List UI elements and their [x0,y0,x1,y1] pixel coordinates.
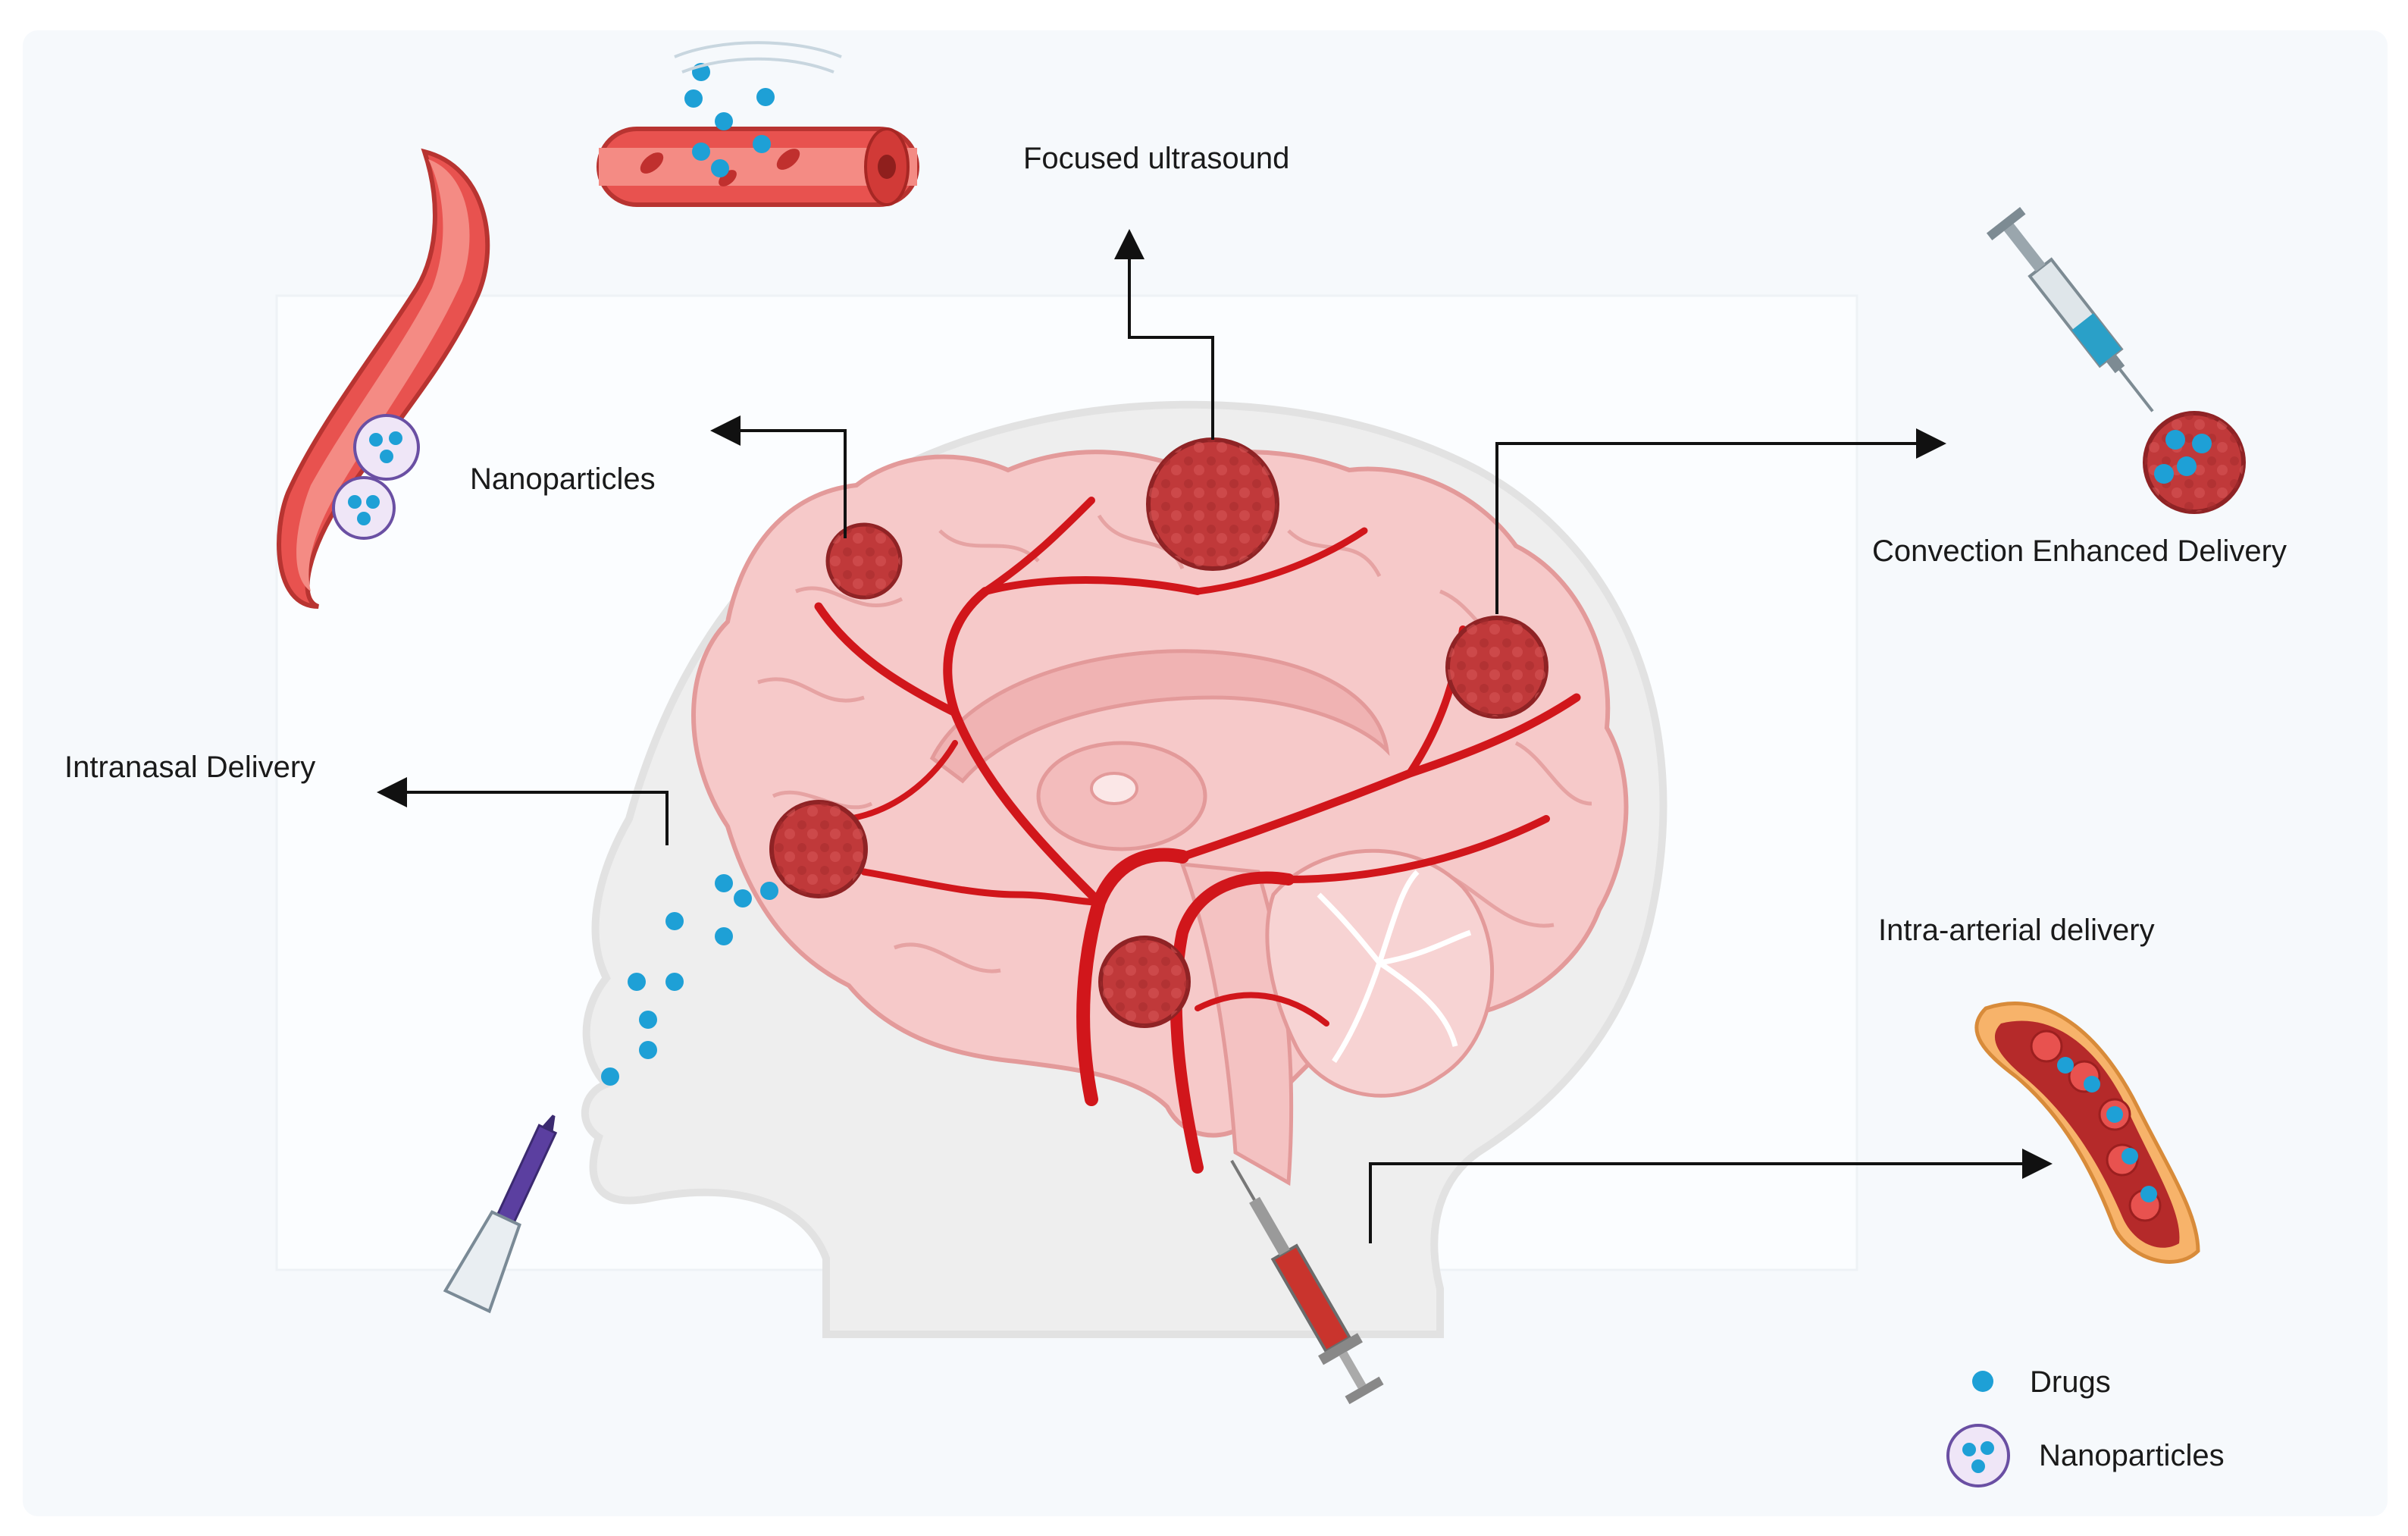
ultrasound-waves-icon [674,41,842,74]
vessel-nanoparticles-icon [332,414,420,540]
tumor-occipital [1445,616,1548,719]
label-focused-ultrasound: Focused ultrasound [1023,142,1289,175]
nanoparticle-vessel [277,148,490,609]
intranasal-drug-particles [601,874,778,1086]
label-intranasal: Intranasal Delivery [64,751,315,784]
tumor-frontal-lower [769,800,868,898]
nasal-spray-pipette [443,1114,558,1314]
tumors [769,437,1548,1028]
tumor-frontal-top [825,522,903,600]
legend-nanoparticles-label: Nanoparticles [2039,1439,2225,1472]
corpus-callosum [929,649,1390,784]
arrow-intranasal [377,777,669,845]
legend: Drugs Nanoparticles [1946,1365,2225,1487]
label-nanoparticles: Nanoparticles [470,462,656,496]
tumor-parietal [1146,437,1279,571]
legend-nanoparticle-icon [1946,1424,2010,1487]
intra-arterial-vessel [1974,1002,2200,1264]
arrow-intra-arterial [1369,1149,2053,1243]
arrow-convection [1495,428,1946,614]
label-convection: Convection Enhanced Delivery [1872,534,2287,568]
tumor-temporal [1098,936,1191,1028]
cerebellum-arbor [1317,870,1472,1063]
ventricle [1090,772,1138,805]
legend-drugs-icon [1972,1371,1993,1392]
connector-arrows [377,229,2053,1243]
convection-syringe [1986,207,2154,412]
label-intra-arterial: Intra-arterial delivery [1878,914,2155,947]
legend-drugs-label: Drugs [2030,1365,2111,1399]
syringe-intra-arterial [1230,1159,1384,1405]
cerebellum [1265,848,1495,1098]
ultrasound-vessel [597,127,919,207]
arrow-focused-ultrasound [1114,229,1214,440]
brain-gyri [757,514,1592,973]
convection-tumor [2143,411,2246,514]
arrow-nanoparticles [710,415,847,538]
brain [691,450,1629,1186]
